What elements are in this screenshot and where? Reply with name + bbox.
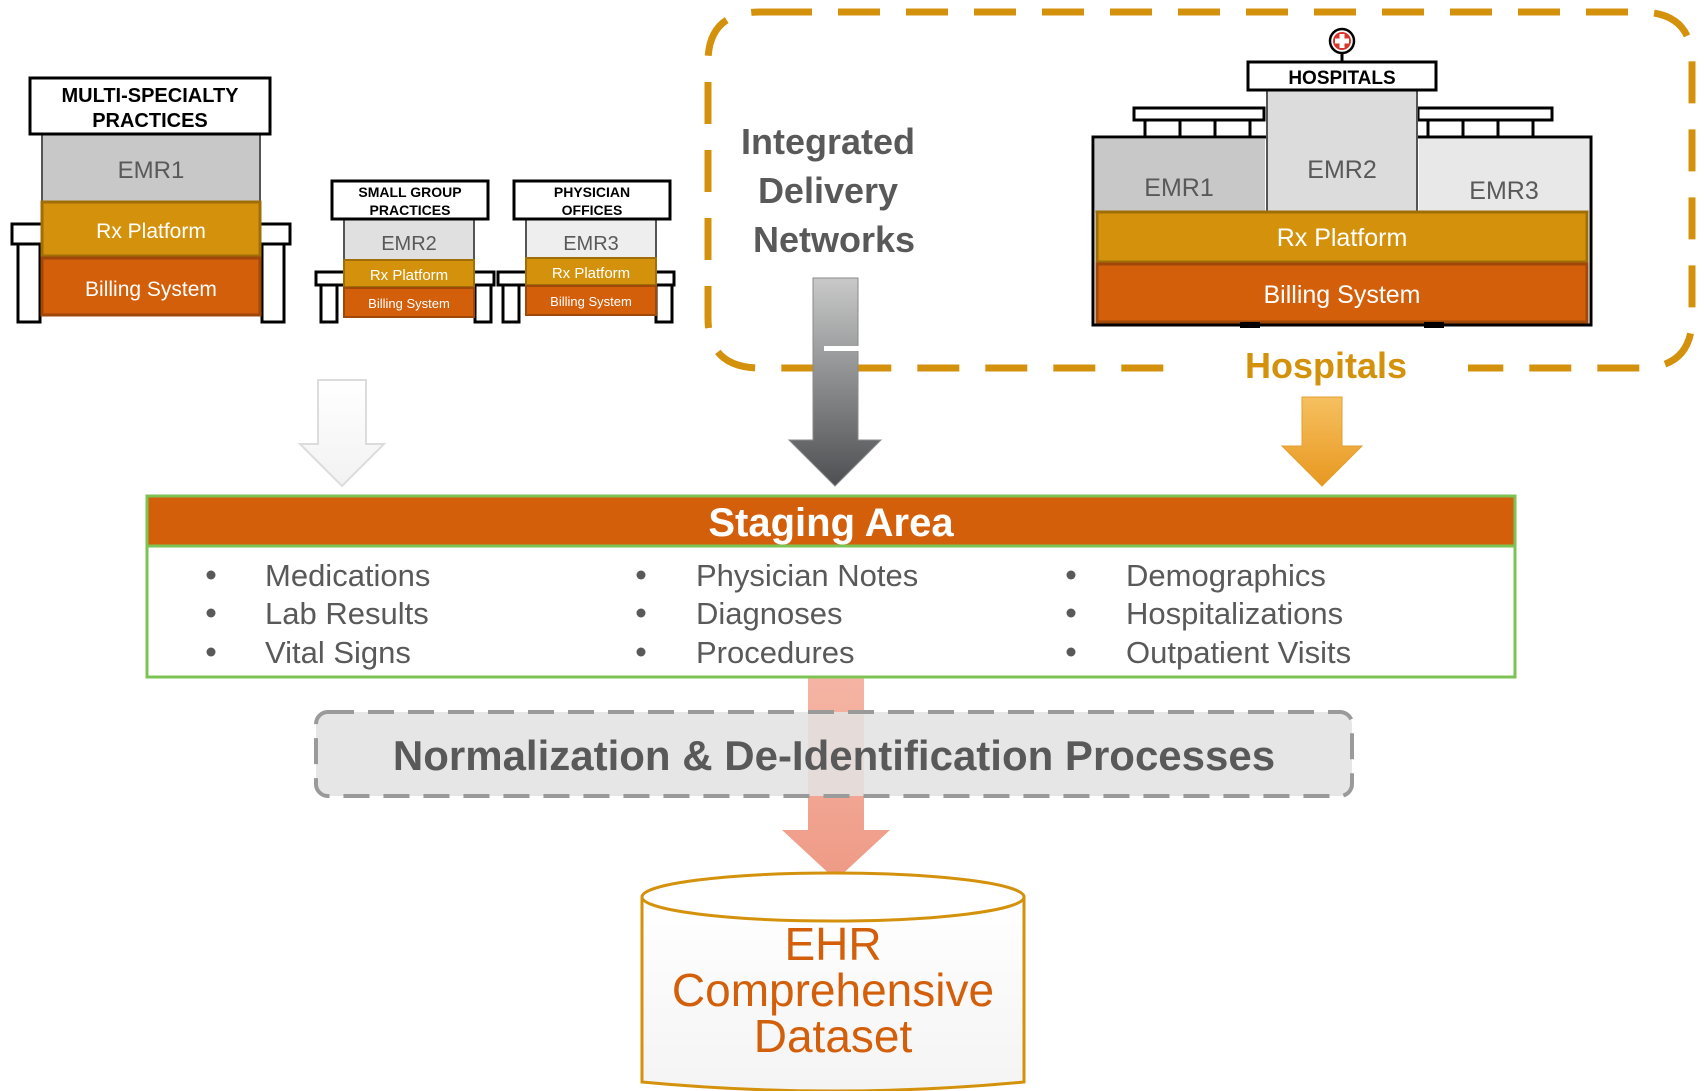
table-leg	[319, 280, 339, 324]
list-item: Lab Results	[265, 596, 429, 631]
list-item: Medications	[265, 558, 430, 593]
emr1-block	[1095, 139, 1265, 213]
list-item: Diagnoses	[696, 596, 842, 631]
emr3-label: EMR3	[1469, 177, 1538, 205]
rx-platform-label: Rx Platform	[370, 267, 448, 284]
billing-system-block	[1095, 262, 1589, 324]
list-item: Vital Signs	[265, 635, 411, 670]
small-group-practices-building: EMR2 Rx Platform Billing System SMALL GR…	[314, 179, 496, 324]
sign-line-1: SMALL GROUP	[358, 184, 461, 200]
list-item: Outpatient Visits	[1126, 635, 1351, 670]
white-down-arrow	[297, 379, 387, 488]
bullet	[636, 608, 646, 618]
emr1-label: EMR1	[1144, 174, 1213, 202]
list-item: Procedures	[696, 635, 855, 670]
integrated-delivery-networks-label: Integrated Delivery Networks	[741, 121, 915, 260]
table-leg	[16, 238, 42, 324]
gold-down-arrow	[1280, 396, 1364, 487]
dataset-line-1: EHR	[784, 918, 881, 970]
emr-block	[343, 217, 475, 261]
building-foot	[1424, 322, 1444, 328]
rx-platform-block	[343, 259, 475, 288]
rx-platform-label: Rx Platform	[1277, 224, 1408, 252]
bullet	[1066, 647, 1076, 657]
emr-label: EMR2	[381, 233, 437, 255]
railing-left	[1132, 106, 1266, 122]
list-item: Demographics	[1126, 558, 1326, 593]
list-item: Hospitalizations	[1126, 596, 1343, 631]
normalization-label: Normalization & De-Identification Proces…	[393, 732, 1275, 779]
building-sign	[1246, 60, 1438, 92]
idn-line-1: Integrated	[741, 121, 915, 162]
billing-system-label: Billing System	[368, 296, 450, 311]
billing-system-block	[40, 256, 262, 317]
bullet	[1066, 570, 1076, 580]
grey-down-arrow	[787, 277, 883, 487]
building-foot	[1240, 322, 1260, 328]
hospitals-sign-label: HOSPITALS	[1288, 68, 1395, 89]
building-sign	[28, 76, 272, 136]
rx-platform-label: Rx Platform	[96, 220, 206, 243]
bullet	[636, 647, 646, 657]
bullet	[1066, 608, 1076, 618]
bullet	[206, 570, 216, 580]
emr3-block	[1419, 139, 1589, 213]
ehr-dataset-cylinder: EHR Comprehensive Dataset	[640, 871, 1026, 1091]
grey-arrow-highlight	[824, 346, 860, 351]
staging-header-bar	[145, 494, 1517, 548]
table-leg	[260, 238, 286, 324]
cylinder-top	[640, 871, 1026, 923]
billing-system-label: Billing System	[1264, 281, 1421, 309]
normalization-process: Normalization & De-Identification Proces…	[314, 710, 1354, 798]
railing-posts	[1143, 120, 1535, 138]
sign-line-1: PHYSICIAN	[554, 184, 630, 200]
billing-system-label: Billing System	[85, 278, 217, 301]
staging-area-title: Staging Area	[708, 501, 954, 545]
railing-right	[1416, 106, 1554, 122]
idn-line-3: Networks	[753, 219, 915, 260]
red-cross-icon	[1328, 27, 1356, 62]
staging-list-box	[145, 544, 1517, 679]
table-leg	[501, 280, 521, 324]
building-sign	[512, 179, 672, 221]
billing-system-block	[525, 285, 657, 316]
rx-platform-label: Rx Platform	[552, 265, 630, 282]
table-leg	[654, 280, 674, 324]
table-leg	[473, 280, 493, 324]
emr-block	[525, 217, 657, 261]
billing-system-label: Billing System	[550, 294, 632, 309]
sign-line-2: OFFICES	[562, 202, 623, 218]
physician-offices-building: EMR3 Rx Platform Billing System PHYSICIA…	[496, 179, 676, 324]
list-item: Physician Notes	[696, 558, 918, 593]
sign-line-2: PRACTICES	[92, 110, 208, 132]
billing-system-block	[343, 287, 475, 318]
idn-line-2: Delivery	[758, 170, 898, 211]
hospitals-building: EMR1 EMR2 EMR3 Rx Platform Billing Syste…	[1091, 27, 1593, 328]
bullet	[636, 570, 646, 580]
hospitals-label-mask	[1178, 350, 1468, 390]
emr-label: EMR1	[118, 157, 185, 184]
emr2-tower	[1266, 89, 1418, 214]
building-sign	[330, 179, 490, 221]
rx-platform-block	[1095, 210, 1589, 264]
emr2-label: EMR2	[1307, 156, 1376, 184]
staging-area: Staging Area Medications Lab Results Vit…	[145, 494, 1517, 679]
bullet	[206, 647, 216, 657]
dataset-line-2: Comprehensive	[672, 964, 994, 1016]
multi-specialty-practices-building: EMR1 Rx Platform Billing System MULTI-SP…	[10, 76, 292, 324]
normalization-box	[314, 710, 1354, 798]
emr-label: EMR3	[563, 233, 619, 255]
sign-line-2: PRACTICES	[370, 202, 451, 218]
hospitals-label: Hospitals	[1245, 345, 1407, 386]
rx-platform-block	[40, 200, 262, 258]
sign-line-1: MULTI-SPECIALTY	[61, 85, 239, 107]
bullet	[206, 608, 216, 618]
dataset-line-3: Dataset	[754, 1010, 913, 1062]
